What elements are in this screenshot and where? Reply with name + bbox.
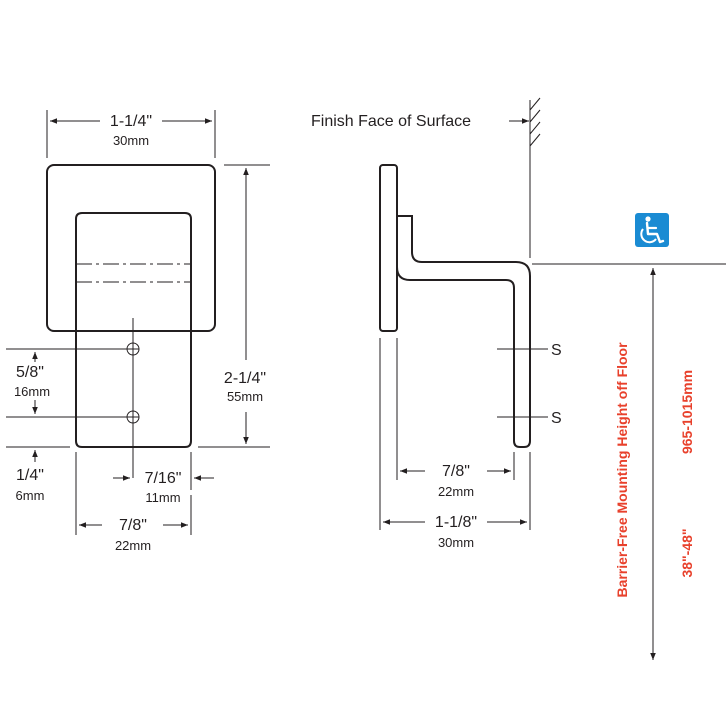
depth-metric: 30mm <box>438 535 474 550</box>
projection-metric: 22mm <box>438 484 474 499</box>
wall-hatch <box>529 97 541 147</box>
plate-profile <box>379 164 398 332</box>
hook-profile <box>396 215 531 448</box>
top-width-imperial: 1-1/4" <box>110 113 152 130</box>
mounting-title: Barrier-Free Mounting Height off Floor <box>614 342 630 598</box>
bottom-width-imperial: 7/8" <box>119 517 147 534</box>
wheelchair-icon <box>635 213 669 247</box>
screw-label-1: S <box>551 342 562 359</box>
depth-imperial: 1-1/8" <box>435 514 477 531</box>
top-width-metric: 30mm <box>113 133 149 148</box>
hole-offset-imperial: 7/16" <box>145 470 182 487</box>
back-plate <box>46 164 216 332</box>
bottom-offset-imperial: 1/4" <box>16 467 44 484</box>
mounting-height: Barrier-Free Mounting Height off Floor 9… <box>532 213 726 660</box>
screw-label-2: S <box>551 410 562 427</box>
hook-body <box>75 212 192 448</box>
height-imperial: 2-1/4" <box>224 370 266 387</box>
side-view: Finish Face of Surface S S 7/8" 22mm 1 <box>311 97 562 550</box>
bottom-offset-metric: 6mm <box>16 488 45 503</box>
projection-imperial: 7/8" <box>442 463 470 480</box>
hole-spacing-metric: 16mm <box>14 384 50 399</box>
mounting-metric: 965-1015mm <box>679 370 695 454</box>
height-metric: 55mm <box>227 389 263 404</box>
hole-spacing-imperial: 5/8" <box>16 364 44 381</box>
hole-offset-metric: 11mm <box>145 490 180 505</box>
front-view: 1-1/4" 30mm 2-1/4" 55mm 5/8" 16mm 1/4" 6… <box>6 110 270 553</box>
finish-face-label: Finish Face of Surface <box>311 113 471 130</box>
mounting-imperial: 38"-48" <box>679 528 695 577</box>
bottom-width-metric: 22mm <box>115 538 151 553</box>
